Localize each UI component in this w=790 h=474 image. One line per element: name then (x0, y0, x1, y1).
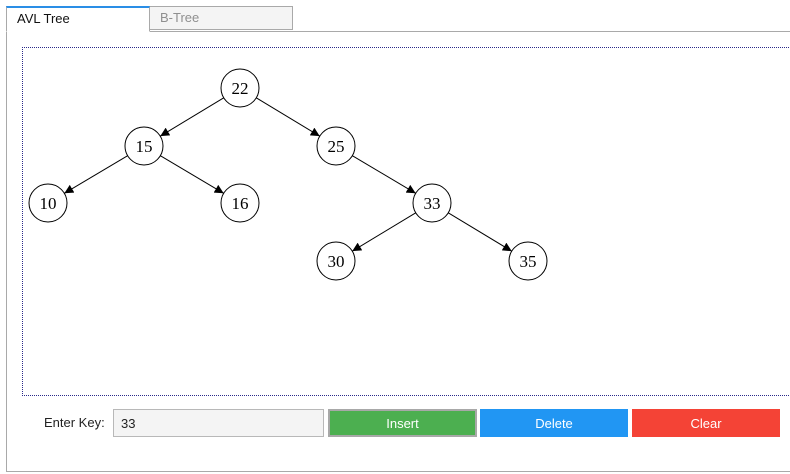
tree-node-key: 30 (328, 252, 345, 271)
tree-node-key: 25 (328, 137, 345, 156)
tab-b-tree[interactable]: B-Tree (150, 6, 293, 30)
tree-edge (448, 212, 512, 252)
tree-node-circle (316, 126, 356, 166)
clear-button[interactable]: Clear (632, 409, 780, 437)
tree-node: 30 (316, 241, 356, 281)
tree-edge (256, 97, 320, 137)
tree-node: 16 (220, 183, 260, 223)
tree-node: 22 (220, 68, 260, 108)
tree-node-key: 35 (520, 252, 537, 271)
tree-node: 10 (28, 183, 68, 223)
tree-diagram: 22 15 25 10 16 33 30 35 (28, 68, 548, 281)
tree-edge (160, 97, 224, 137)
tab-avl-tree[interactable]: AVL Tree (6, 6, 150, 32)
tree-node-key: 15 (136, 137, 153, 156)
tree-node: 35 (508, 241, 548, 281)
tree-node-circle (412, 183, 452, 223)
tree-node-circle (508, 241, 548, 281)
tree-edge (352, 155, 416, 194)
tree-edge (64, 155, 128, 194)
tree-node: 25 (316, 126, 356, 166)
tab-panel: 22 15 25 10 16 33 30 35 Enter Key: Insert Delet… (6, 31, 790, 472)
tree-node-key: 16 (232, 194, 249, 213)
tree-canvas: 22 15 25 10 16 33 30 35 (22, 47, 790, 396)
tree-node: 15 (124, 126, 164, 166)
tree-node-circle (316, 241, 356, 281)
tree-node-key: 10 (40, 194, 57, 213)
tree-edge (160, 155, 224, 194)
key-input[interactable] (113, 409, 324, 437)
tree-node-circle (124, 126, 164, 166)
insert-button[interactable]: Insert (328, 409, 477, 437)
tab-bar: AVL Tree B-Tree (6, 6, 790, 32)
tree-node-circle (220, 68, 260, 108)
tree-edge (352, 212, 416, 252)
tree-node-key: 33 (424, 194, 441, 213)
delete-button[interactable]: Delete (480, 409, 628, 437)
tree-node: 33 (412, 183, 452, 223)
tree-node-key: 22 (232, 79, 249, 98)
tree-node-circle (28, 183, 68, 223)
tree-node-circle (220, 183, 260, 223)
enter-key-label: Enter Key: (44, 415, 105, 430)
